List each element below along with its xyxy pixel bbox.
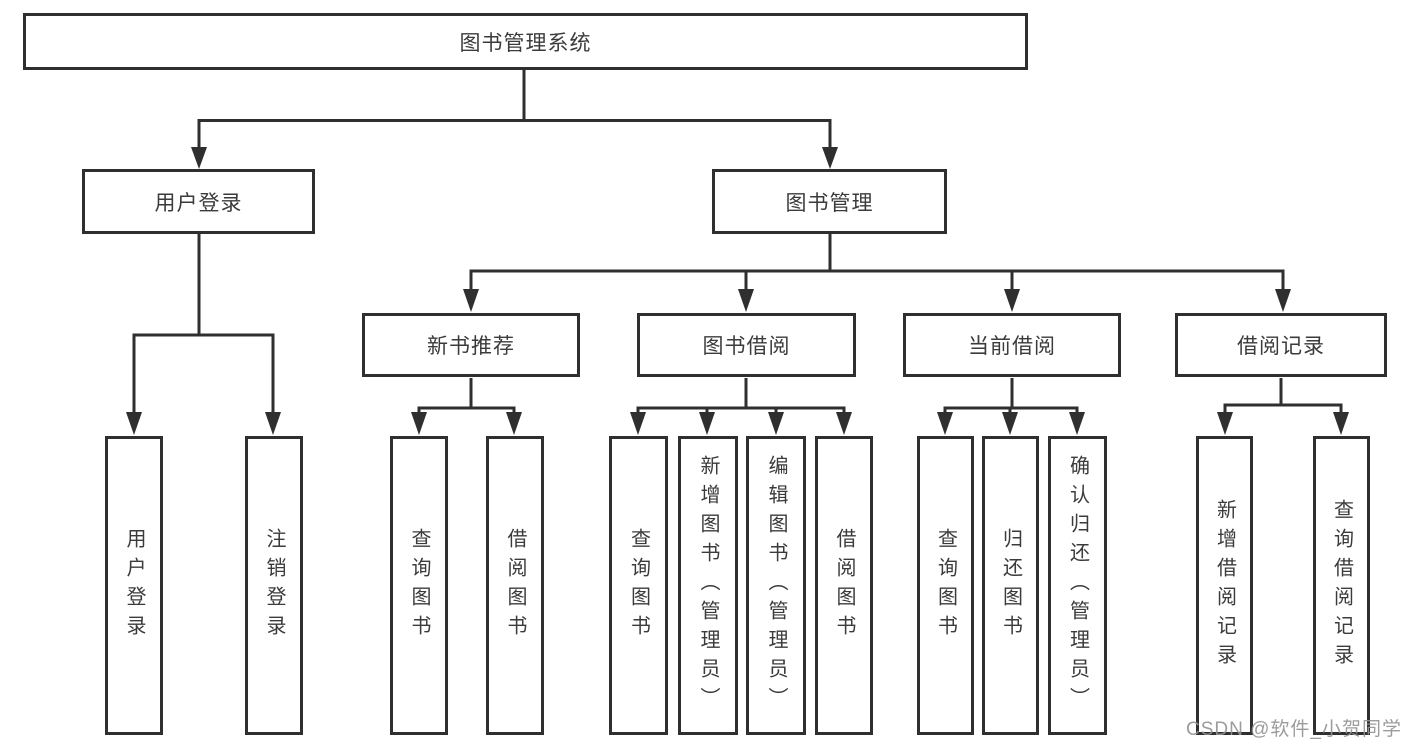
node-label: 编辑图书（管理员） [765, 455, 787, 716]
node-label: 图书管理 [785, 191, 874, 215]
leaf-borrow-books: 借阅图书 [815, 436, 873, 735]
node-label: 查询图书 [408, 527, 430, 644]
node-user-login: 用户登录 [82, 169, 315, 234]
leaf-add-borrow-record: 新增借阅记录 [1196, 436, 1253, 735]
node-borrow-records: 借阅记录 [1175, 313, 1387, 377]
leaf-return-books: 归还图书 [982, 436, 1039, 735]
node-current-borrowing: 当前借阅 [903, 313, 1121, 377]
edge-newbook-to-leaves [417, 378, 516, 414]
node-label: 新书推荐 [427, 335, 515, 358]
node-label: 新增图书（管理员） [697, 455, 719, 716]
edge-bookborrow-to-leaves [636, 378, 846, 414]
leaf-query-books-current: 查询图书 [917, 436, 974, 735]
leaf-add-books-admin: 新增图书（管理员） [678, 436, 738, 735]
arrowhead [191, 147, 207, 169]
arrowhead [126, 412, 142, 435]
arrowhead [630, 412, 646, 435]
node-label: 查询图书 [627, 527, 650, 644]
arrowhead [1275, 289, 1291, 312]
node-label: 归还图书 [999, 527, 1022, 644]
node-label: 图书管理系统 [459, 31, 592, 55]
arrowhead [506, 412, 522, 435]
node-label: 新增借阅记录 [1213, 498, 1236, 673]
leaf-query-books-borrow: 查询图书 [609, 436, 668, 735]
arrowhead [463, 289, 479, 312]
leaf-borrow-books-recommend: 借阅图书 [486, 436, 544, 735]
edge-records-to-leaves [1223, 378, 1343, 414]
node-label: 确认归还（管理员） [1066, 455, 1089, 716]
arrowhead [738, 289, 754, 312]
node-label: 图书借阅 [702, 335, 791, 358]
arrowhead [1004, 289, 1020, 312]
leaf-query-books-recommend: 查询图书 [390, 436, 448, 735]
csdn-watermark: CSDN @软件_小贺同学 [1186, 719, 1402, 740]
node-label: 用户登录 [154, 191, 243, 215]
arrowhead [768, 412, 784, 435]
node-new-book-recommend: 新书推荐 [362, 313, 580, 377]
leaf-logout: 注销登录 [245, 436, 303, 735]
arrowhead [699, 412, 715, 435]
node-label: 借阅记录 [1237, 335, 1325, 358]
arrowhead [411, 412, 427, 435]
arrowhead [1069, 412, 1085, 435]
leaf-edit-books-admin: 编辑图书（管理员） [746, 436, 806, 735]
arrowhead [265, 412, 281, 435]
arrowhead [822, 147, 838, 169]
node-book-management: 图书管理 [712, 169, 947, 234]
node-label: 查询图书 [934, 527, 957, 644]
leaf-user-login: 用户登录 [105, 436, 163, 735]
edge-root-to-level2 [197, 70, 832, 149]
arrowhead [836, 412, 852, 435]
node-label: 注销登录 [263, 527, 285, 644]
node-label: 借阅图书 [833, 527, 855, 644]
edge-userlogin-to-leaves [132, 234, 275, 414]
node-book-borrowing: 图书借阅 [637, 313, 856, 377]
arrowhead [1333, 412, 1349, 435]
arrowhead [1217, 412, 1233, 435]
node-label: 借阅图书 [504, 527, 526, 644]
arrowhead [1002, 412, 1018, 435]
node-label: 用户登录 [123, 527, 145, 644]
leaf-query-borrow-record: 查询借阅记录 [1313, 436, 1370, 735]
node-library-system: 图书管理系统 [23, 13, 1028, 70]
edge-bookmgmt-to-level3 [469, 234, 1285, 291]
node-label: 当前借阅 [968, 335, 1056, 358]
edge-currentborrow-to-leaves [943, 378, 1079, 414]
arrowhead [937, 412, 953, 435]
node-label: 查询借阅记录 [1330, 498, 1353, 673]
leaf-confirm-return-admin: 确认归还（管理员） [1048, 436, 1107, 735]
